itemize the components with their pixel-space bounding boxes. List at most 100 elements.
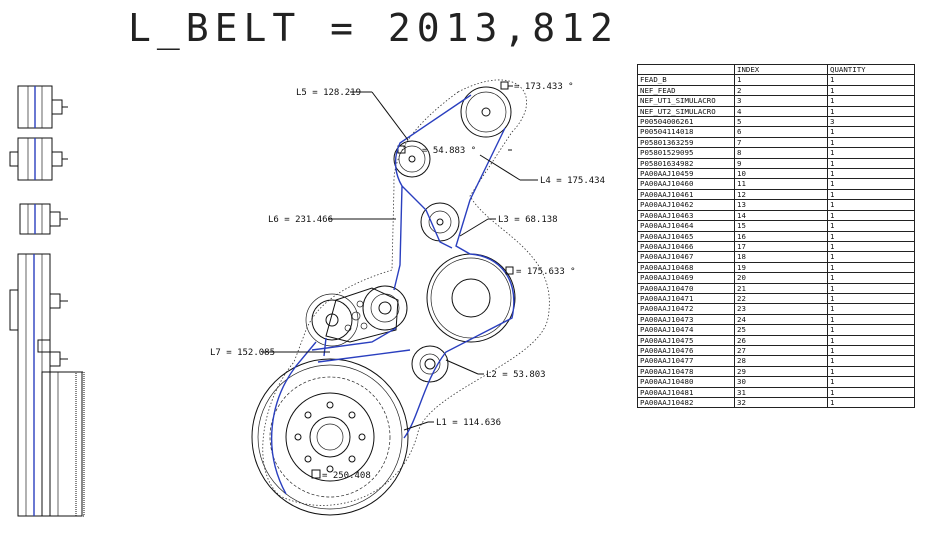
- part-quantity-cell: 1: [827, 396, 915, 409]
- part-name-cell: PA00AAJ10478: [637, 365, 735, 378]
- part-quantity-cell: 1: [827, 376, 915, 388]
- part-index-cell: 17: [734, 240, 828, 253]
- part-quantity-cell: 1: [827, 344, 915, 357]
- part-index-cell: 30: [734, 376, 828, 388]
- part-quantity-cell: 1: [827, 251, 915, 263]
- label-l2: L2 = 53.803: [486, 370, 546, 380]
- part-quantity-cell: 1: [827, 157, 915, 170]
- part-index-cell: 1: [734, 74, 828, 86]
- part-index-cell: 24: [734, 313, 828, 326]
- pulley-small: [411, 345, 449, 383]
- part-name-cell: PA00AAJ10461: [637, 188, 735, 201]
- part-quantity-cell: 1: [827, 365, 915, 378]
- part-index-cell: 15: [734, 220, 828, 232]
- part-index-cell: 4: [734, 105, 828, 118]
- label-l1: L1 = 114.636: [436, 418, 501, 428]
- part-name-cell: PA00AAJ10471: [637, 292, 735, 305]
- label-angle-large: = 175.633 °: [516, 267, 576, 277]
- part-name-cell: PA00AAJ10460: [637, 178, 735, 190]
- part-name-cell: PA00AAJ10468: [637, 261, 735, 274]
- label-l3: L3 = 68.138: [498, 215, 558, 225]
- part-index-cell: 28: [734, 355, 828, 367]
- part-index-cell: 26: [734, 334, 828, 346]
- part-name-cell: PA00AAJ10467: [637, 251, 735, 263]
- label-l5: L5 = 128.219: [296, 88, 361, 98]
- part-name-cell: PA00AAJ10459: [637, 168, 735, 180]
- part-name-cell: PA00AAJ10482: [637, 396, 735, 409]
- label-l4: L4 = 175.434: [540, 176, 605, 186]
- side-view-1: [17, 85, 68, 129]
- front-view: L5 = 128.219 = 173.433 ° = 54.883 ° L4 =…: [210, 79, 605, 516]
- part-name-cell: PA00AAJ10475: [637, 334, 735, 346]
- part-name-cell: PA00AAJ10470: [637, 282, 735, 294]
- part-name-cell: PA00AAJ10466: [637, 240, 735, 253]
- part-index-cell: 13: [734, 199, 828, 211]
- idler-middle: [420, 202, 460, 242]
- part-name-cell: FEAD_B: [637, 74, 735, 86]
- belt-length-title: L_BELT = 2013,812: [128, 6, 619, 50]
- part-index-cell: 9: [734, 157, 828, 170]
- part-name-cell: PA00AAJ10465: [637, 230, 735, 242]
- part-index-cell: 11: [734, 178, 828, 190]
- part-quantity-cell: 1: [827, 147, 915, 159]
- part-index-cell: 27: [734, 344, 828, 357]
- part-quantity-cell: 1: [827, 272, 915, 284]
- part-name-cell: PA00AAJ10464: [637, 220, 735, 232]
- part-quantity-cell: 1: [827, 188, 915, 201]
- label-angle-idler: = 54.883 °: [422, 146, 476, 156]
- side-view-group: [9, 85, 85, 517]
- part-name-cell: PA00AAJ10476: [637, 344, 735, 357]
- side-view-3: [19, 203, 68, 235]
- part-index-cell: 2: [734, 84, 828, 97]
- part-name-cell: PA00AAJ10473: [637, 313, 735, 326]
- part-name-cell: PA00AAJ10481: [637, 386, 735, 399]
- part-index-cell: 21: [734, 282, 828, 294]
- part-index-cell: 3: [734, 95, 828, 107]
- parts-table-header: INDEX QUANTITY: [637, 63, 915, 76]
- part-name-cell: P05801529095: [637, 147, 735, 159]
- part-index-cell: 31: [734, 386, 828, 399]
- part-quantity-cell: 1: [827, 324, 915, 336]
- part-index-cell: 23: [734, 303, 828, 315]
- header-index: INDEX: [734, 63, 828, 76]
- part-quantity-cell: 1: [827, 105, 915, 118]
- part-index-cell: 19: [734, 261, 828, 274]
- pulley-top: [460, 86, 512, 138]
- part-name-cell: PA00AAJ10474: [637, 324, 735, 336]
- part-name-cell: P00504114018: [637, 126, 735, 138]
- part-quantity-cell: 1: [827, 240, 915, 253]
- part-quantity-cell: 1: [827, 282, 915, 294]
- part-index-cell: 29: [734, 365, 828, 378]
- part-quantity-cell: 1: [827, 95, 915, 107]
- part-quantity-cell: 1: [827, 292, 915, 305]
- part-index-cell: 16: [734, 230, 828, 242]
- part-index-cell: 10: [734, 168, 828, 180]
- crank-pulley: [251, 358, 409, 516]
- part-quantity-cell: 1: [827, 84, 915, 97]
- part-name-cell: PA00AAJ10469: [637, 272, 735, 284]
